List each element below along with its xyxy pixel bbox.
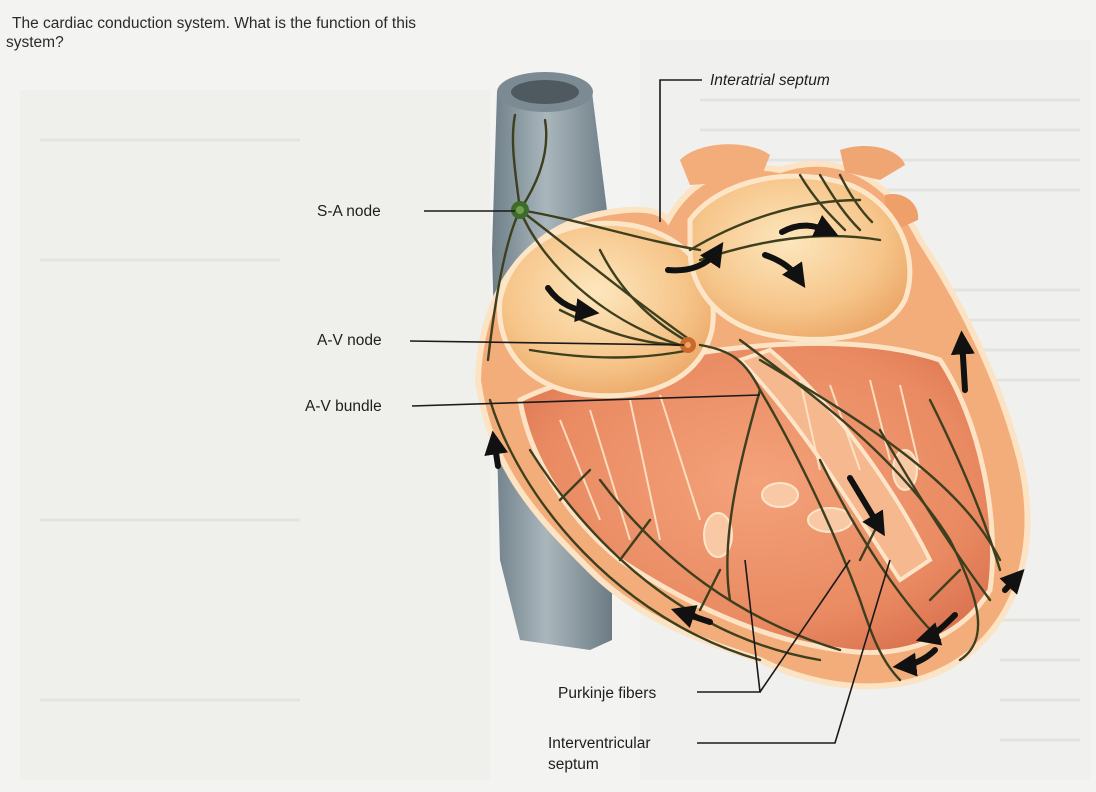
label-purkinje-fibers: Purkinje fibers	[558, 684, 656, 703]
label-av-bundle: A-V bundle	[305, 397, 382, 416]
label-interventricular-septum-line-2: septum	[548, 755, 599, 774]
label-interventricular-septum-line-1: Interventricular	[548, 734, 651, 753]
sa-node-marker	[511, 201, 529, 219]
left-atrium	[690, 176, 910, 339]
label-sa-node: S-A node	[317, 202, 381, 221]
label-interatrial-septum: Interatrial septum	[710, 71, 830, 90]
label-av-node: A-V node	[317, 331, 382, 350]
